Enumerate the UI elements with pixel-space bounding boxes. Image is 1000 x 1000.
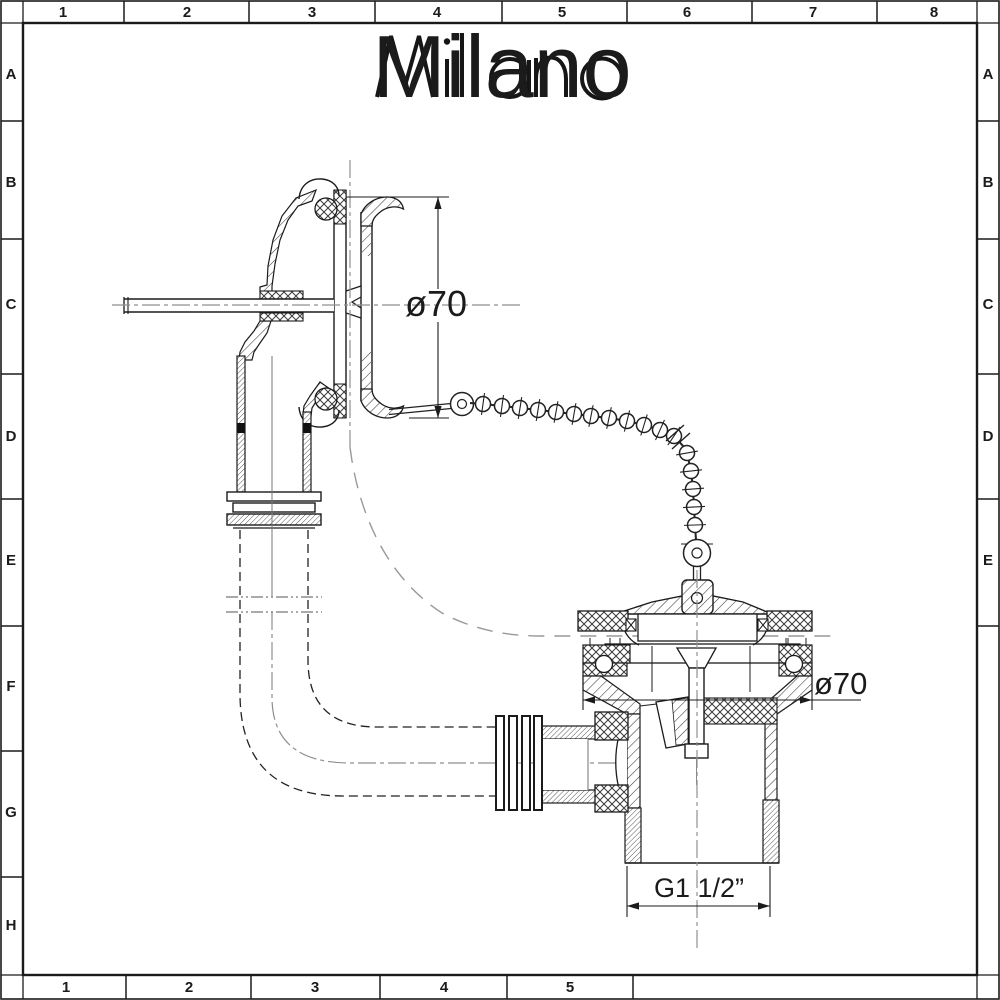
grid-col-label: 5 [566, 979, 574, 996]
waste-diameter-label: ø70 [814, 666, 867, 701]
elbow-hidden-outer [239, 530, 497, 797]
grid-col-label: 3 [308, 4, 316, 21]
grid-row-label: A [6, 66, 17, 83]
grid-top-dividers [123, 1, 878, 23]
tailpipe-ribs [226, 491, 322, 529]
overflow-gasket-top [314, 197, 338, 221]
grid-right-dividers [977, 120, 999, 627]
pipe-thread-bottom [541, 789, 598, 804]
grid-col-label: 6 [683, 4, 691, 21]
bath-floor [577, 610, 813, 632]
chain [388, 391, 713, 583]
waste-washer-left [582, 644, 631, 677]
grid-col-label: 8 [930, 4, 938, 21]
waste-outlet-thread-right [762, 799, 780, 864]
hose-centerline [349, 446, 832, 637]
outlet-thread-label: G1 1/2” [654, 873, 744, 903]
grid-row-label: H [6, 917, 17, 934]
grid-row-label: B [6, 174, 17, 191]
pipe-collar-top [594, 711, 629, 741]
overflow-body-upper [259, 188, 318, 293]
rosette-horn-bottom [360, 388, 405, 419]
pipe-compression-rings [495, 715, 543, 811]
centerlines [226, 446, 832, 797]
grid-col-label: 4 [433, 4, 442, 21]
overflow-diameter-label: ø70 [405, 283, 467, 324]
dimension-waste-diameter: ø70 [582, 664, 867, 710]
brand-text: Milano [372, 17, 631, 116]
grid-col-label: 1 [59, 4, 67, 21]
grid-col-label: 7 [809, 4, 817, 21]
waste-plug [614, 579, 773, 646]
grid-row-label: E [983, 552, 993, 569]
grid-col-label: 5 [558, 4, 566, 21]
grid-col-label: 1 [62, 979, 70, 996]
grid-row-label: D [983, 428, 994, 445]
logo-letter-n [534, 55, 568, 97]
waste-outlet-thread-left [624, 807, 642, 864]
overflow-rod [123, 290, 334, 322]
pipe-thread-top [541, 725, 598, 740]
dimension-outlet-thread: G1 1/2” [626, 866, 771, 917]
grid-row-label: E [6, 552, 16, 569]
grid-col-label: 2 [183, 4, 191, 21]
grid-row-label: F [6, 678, 15, 695]
overflow-gasket-bottom [314, 387, 338, 411]
chain-break-marks [665, 424, 691, 450]
milano-logo: Milano [372, 17, 631, 116]
grid-row-label: B [983, 174, 994, 191]
pipe-collar-bottom [594, 784, 629, 813]
gasket-hump-top [298, 178, 340, 200]
gasket-hump-bottom [298, 406, 340, 428]
overflow-assembly [112, 160, 523, 597]
overflow-body-lower [238, 320, 272, 361]
grid-col-label: 3 [311, 979, 319, 996]
overflow-outlet-funnel [345, 285, 362, 319]
chain-eyelet-top [388, 391, 475, 417]
grid-col-label: 2 [185, 979, 193, 996]
grid-col-label: 4 [440, 979, 449, 996]
waste-washer-right [778, 644, 813, 677]
grid-labels: 1 2 3 4 5 6 7 8 1 2 3 4 5 A B C D E F G … [5, 4, 993, 996]
logo-letter-o [580, 56, 624, 101]
overflow-tailpipe [226, 355, 322, 597]
grid-row-label: G [5, 804, 17, 821]
logo-letter-M [375, 35, 435, 98]
dimension-overflow-diameter: ø70 [346, 196, 467, 419]
bath-wall [333, 189, 347, 419]
elbow-centerline [271, 612, 640, 764]
overflow-rosette [345, 196, 405, 419]
elbow-hidden-inner [307, 530, 497, 728]
logo-letter-i-dot [443, 38, 451, 45]
grid-row-label: D [6, 428, 17, 445]
chain-beads [473, 391, 708, 534]
grid-row-label: C [6, 296, 17, 313]
grid-bottom-dividers [125, 975, 634, 999]
grid-row-label: C [983, 296, 994, 313]
rosette-horn-top [360, 196, 405, 227]
horizontal-pipe [495, 711, 629, 813]
grid-row-label: A [983, 66, 994, 83]
grid-left-dividers [1, 120, 23, 878]
